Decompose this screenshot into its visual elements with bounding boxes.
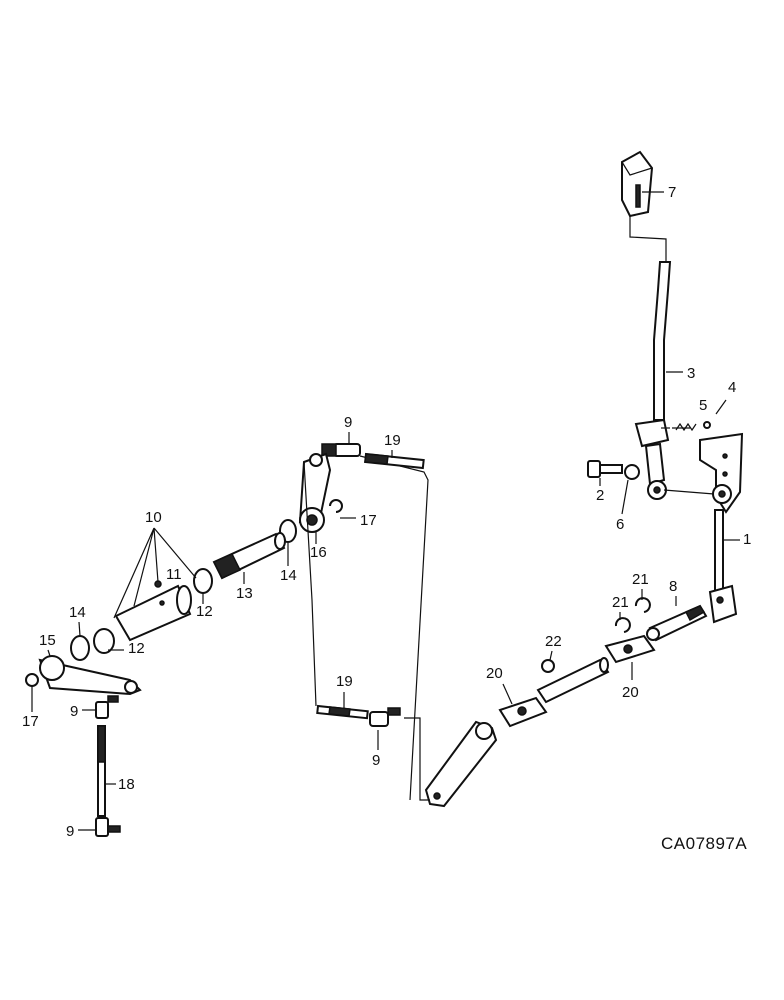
callout-12-left: 12 (128, 640, 145, 657)
callout-1: 1 (743, 531, 751, 548)
callout-13: 13 (236, 585, 253, 602)
upper-lever-arm (298, 452, 332, 533)
link-rod (708, 509, 738, 624)
callout-14-right: 14 (280, 567, 297, 584)
snap-ring-left (25, 673, 39, 687)
flange-right (604, 634, 656, 664)
lever-bracket (699, 432, 744, 514)
callout-21-lower: 21 (612, 594, 629, 611)
bushing (624, 464, 640, 480)
snap-ring-lower (614, 617, 631, 633)
knob-connector-line (629, 216, 667, 262)
callout-8: 8 (669, 578, 677, 595)
connector-rod-right (359, 455, 429, 801)
snap-ring-upper-left (329, 499, 343, 513)
callout-16: 16 (310, 544, 327, 561)
ball (703, 421, 711, 429)
pivot-pin-mid (369, 707, 401, 727)
threaded-rod-upper (364, 452, 425, 470)
splined-shaft (212, 532, 286, 580)
callout-19-bottom: 19 (336, 673, 353, 690)
callout-7: 7 (668, 184, 676, 201)
hub-housing (114, 580, 192, 642)
callout-9-top: 9 (344, 414, 352, 431)
spring (675, 422, 697, 432)
washer-left (70, 635, 90, 661)
shift-lever (634, 261, 672, 500)
callout-17-right: 17 (360, 512, 377, 529)
ring (541, 659, 555, 673)
callout-21-upper: 21 (632, 571, 649, 588)
drawing-code: CA07897A (661, 834, 747, 853)
threaded-rod-left (97, 725, 106, 817)
callout-9-bottom: 9 (66, 823, 74, 840)
threaded-rod-lower (316, 704, 369, 720)
lower-left-lever (38, 655, 142, 696)
connector-left (303, 461, 317, 707)
callout-20-right: 20 (622, 684, 639, 701)
tube (536, 657, 610, 704)
callout-11: 11 (166, 566, 182, 583)
callout-9-mid: 9 (372, 752, 380, 769)
callout-17-left: 17 (22, 713, 39, 730)
callout-2: 2 (596, 487, 604, 504)
bolt (587, 460, 623, 478)
callout-15: 15 (39, 632, 56, 649)
bushing-right (193, 568, 213, 594)
pivot-pin-top (321, 443, 361, 457)
callout-12-right: 12 (196, 603, 213, 620)
snap-ring-upper (634, 597, 651, 613)
lower-lever-arm (424, 720, 498, 808)
shift-knob (621, 150, 654, 218)
pivot-pin-bottom (95, 817, 121, 837)
bushing-left (93, 628, 115, 654)
connector-lower (404, 717, 430, 801)
callout-9-left: 9 (70, 703, 78, 720)
flange-left (498, 696, 548, 728)
callout-14-left: 14 (69, 604, 86, 621)
callout-3: 3 (687, 365, 695, 382)
callout-10: 10 (145, 509, 162, 526)
callout-18: 18 (118, 776, 135, 793)
callout-6: 6 (616, 516, 624, 533)
shaft (646, 604, 708, 642)
callout-22: 22 (545, 633, 562, 650)
callout-20-left: 20 (486, 665, 503, 682)
callout-19-top: 19 (384, 432, 401, 449)
callout-4: 4 (728, 379, 736, 396)
pivot-pin-left (95, 695, 119, 719)
callout-5: 5 (699, 397, 707, 414)
